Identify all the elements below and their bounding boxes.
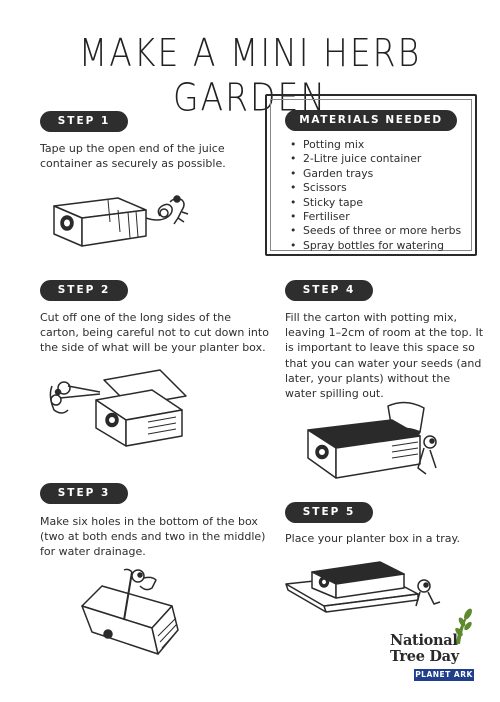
list-item: 2-Litre juice container [290, 152, 461, 167]
list-item: Spray bottles for watering [290, 239, 461, 254]
step-3-text: Make six holes in the bottom of the box … [40, 515, 266, 559]
logo-line-2: Tree Day [390, 648, 459, 665]
leaf-icon [455, 608, 472, 644]
list-item: Seeds of three or more herbs [290, 224, 461, 239]
list-item: Garden trays [290, 167, 461, 182]
taped-juice-carton-illustration [53, 195, 189, 247]
step-4-text: Fill the carton with potting mix, leavin… [285, 311, 484, 401]
step-2-label: STEP 2 [40, 280, 128, 301]
planter-in-tray-illustration [285, 561, 441, 613]
filled-planter-box-illustration [307, 401, 437, 479]
national-tree-day-logo: National Tree Day PLANET ARK [388, 606, 486, 690]
materials-heading: MATERIALS NEEDED [285, 110, 457, 131]
cutting-carton-illustration [49, 369, 187, 447]
materials-list: Potting mix 2-Litre juice container Gard… [290, 138, 461, 254]
step-1-text: Tape up the open end of the juice contai… [40, 142, 226, 171]
list-item: Scissors [290, 181, 461, 196]
logo-line-1: National [390, 632, 458, 649]
step-2-text: Cut off one of the long sides of the car… [40, 311, 269, 355]
step-5-label: STEP 5 [285, 502, 373, 523]
punching-holes-illustration [81, 568, 179, 655]
planet-ark-badge: PLANET ARK [414, 669, 474, 681]
step-5-text: Place your planter box in a tray. [285, 532, 460, 545]
page-title: MAKE A MINI HERB GARDEN [78, 30, 422, 120]
list-item: Potting mix [290, 138, 461, 153]
list-item: Fertiliser [290, 210, 461, 225]
step-3-label: STEP 3 [40, 483, 128, 504]
step-4-label: STEP 4 [285, 280, 373, 301]
materials-box: MATERIALS NEEDED Potting mix 2-Litre jui… [265, 94, 477, 256]
step-1-label: STEP 1 [40, 111, 128, 132]
list-item: Sticky tape [290, 196, 461, 211]
